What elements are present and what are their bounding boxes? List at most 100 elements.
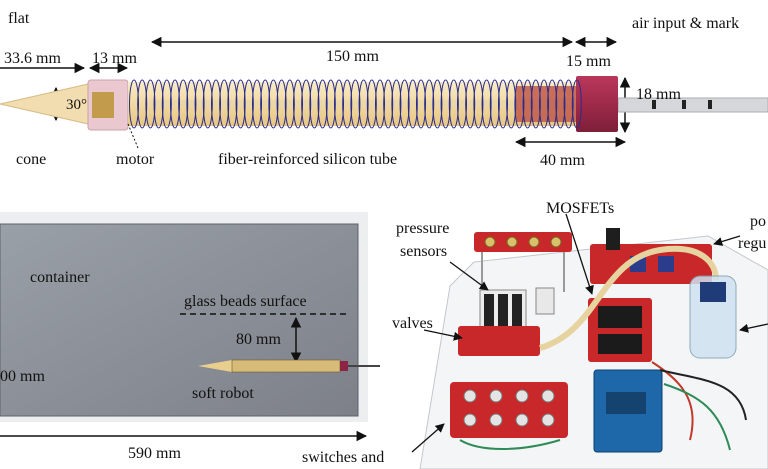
coil-loop [358, 79, 369, 129]
sensor-module [535, 287, 555, 315]
cone-length-label: 33.6 mm [4, 50, 61, 67]
container-label: container [30, 269, 90, 286]
switch-1 [463, 389, 477, 403]
coil-loop [284, 79, 295, 129]
mark-2 [682, 100, 686, 109]
potentiometer-2 [658, 256, 674, 272]
coil-loop [555, 79, 566, 129]
sensor-board [474, 232, 572, 252]
container-diagram: container glass beads surface 80 mm 00 m… [0, 212, 380, 462]
coil-loop [309, 79, 320, 129]
coil-loop [432, 79, 443, 129]
switch-board [450, 382, 568, 438]
coil-loop [465, 79, 476, 129]
coil-loop [178, 79, 189, 129]
coil-loop [489, 79, 500, 129]
mosfets-label: MOSFETs [546, 200, 614, 217]
cone-angle-label: 30° [66, 97, 87, 113]
coil-loop [506, 79, 517, 129]
coil-loop [170, 79, 180, 129]
mark-1 [652, 100, 656, 109]
coil-loop [448, 79, 459, 129]
flat-label: flat [8, 10, 30, 27]
switch-3 [515, 389, 529, 403]
tube-label: fiber-reinforced silicon tube [218, 151, 397, 168]
coil-loop [243, 79, 254, 129]
tank-callout [739, 323, 768, 333]
coil-loop [137, 79, 148, 129]
coil-loop [522, 79, 533, 129]
switch-wires [459, 439, 561, 450]
end-length-label: 15 mm [566, 53, 611, 70]
coil-loop [457, 79, 467, 129]
valve-board [458, 326, 540, 356]
valve-3 [512, 294, 522, 326]
coil-loop [391, 79, 402, 129]
container-box [0, 223, 359, 417]
mini-robot-cone [198, 360, 232, 372]
switch-callout [411, 423, 445, 453]
motor [92, 92, 114, 118]
motor-pointer [127, 123, 139, 149]
coil-loop [399, 79, 410, 129]
mosfet-callout [565, 213, 594, 295]
sensors-label: sensors [400, 243, 447, 260]
end-coupling [516, 86, 576, 122]
coil-loop [539, 79, 549, 129]
coil-loop [424, 79, 435, 129]
tank-cap [700, 282, 726, 302]
mark-3 [708, 100, 712, 109]
coil-loop [260, 79, 271, 129]
coil-loop [375, 79, 385, 129]
coil-loop [383, 79, 394, 129]
wire-black [659, 369, 747, 421]
wire-green [663, 383, 731, 451]
robot-diagram: flat 33.6 mm 13 mm 150 mm 15 mm air inpu… [0, 10, 768, 169]
switch-6 [489, 413, 503, 427]
coil-loop [481, 79, 492, 129]
coil-loop [366, 79, 377, 129]
valves-label: valves [392, 315, 433, 332]
robot-label: soft robot [192, 385, 254, 402]
air-tube [539, 245, 719, 351]
end-cap [576, 76, 618, 132]
motor-label: motor [116, 151, 155, 168]
switch-7 [515, 413, 529, 427]
sensor-2 [506, 236, 518, 248]
depth-label: 80 mm [236, 331, 281, 348]
coil-loop [547, 79, 558, 129]
coil-loop [571, 79, 582, 129]
valve-callout [423, 329, 463, 341]
air-input-label: air input & mark [632, 15, 739, 32]
switches-label: switches and [302, 449, 384, 466]
power-label-2: regu [738, 235, 766, 252]
sensor-4 [550, 236, 562, 248]
coil-loop [186, 79, 197, 129]
regulator-callout [713, 235, 741, 246]
coil-loop [563, 79, 574, 129]
surface-label: glass beads surface [184, 293, 307, 310]
valve-1 [484, 294, 494, 326]
coil-loop [145, 79, 156, 129]
coil-loop [293, 79, 303, 129]
coil-loop [334, 79, 344, 129]
diameter-label: 18 mm [636, 86, 681, 103]
cone-label: cone [16, 151, 46, 168]
coil-loop [342, 79, 353, 129]
pressure-label: pressure [396, 220, 449, 237]
coil-loop [317, 79, 328, 129]
coil-loop [161, 79, 172, 129]
coil-loop [301, 79, 312, 129]
coil-loop [153, 79, 164, 129]
coil-loop [235, 79, 246, 129]
coil-loop [440, 79, 451, 129]
coil-loop [268, 79, 279, 129]
height-label: 00 mm [0, 368, 45, 385]
sensor-callout [449, 261, 489, 291]
sensor-3 [528, 236, 540, 248]
mosfet-chip-1 [598, 306, 642, 328]
valve-2 [498, 294, 508, 326]
coil-loop [473, 79, 484, 129]
end-piece-length-label: 40 mm [540, 152, 585, 169]
